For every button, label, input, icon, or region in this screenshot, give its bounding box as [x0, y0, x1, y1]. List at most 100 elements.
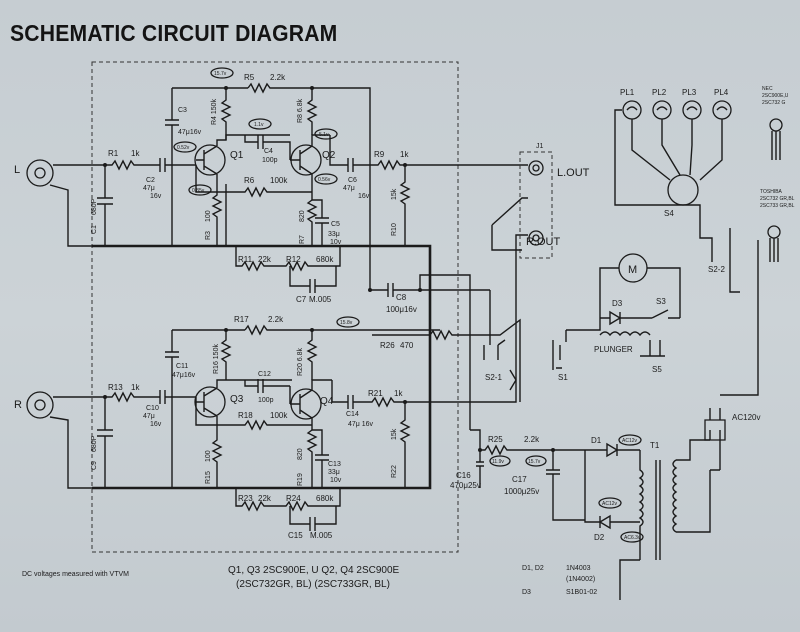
svg-text:R19: R19: [297, 473, 304, 486]
svg-text:C13: C13: [328, 461, 341, 468]
svg-text:S4: S4: [664, 209, 674, 218]
voltage-tag-15-7v-supply: 15.7v: [525, 455, 547, 467]
svg-text:2SC733 GR,BL: 2SC733 GR,BL: [760, 203, 795, 209]
svg-text:S5: S5: [652, 365, 662, 374]
transistor-q3: Q3: [194, 386, 244, 418]
capacitor-c11: C11 47μ16v: [165, 330, 196, 488]
voltage-tag-q1-supply: 15.7v: [210, 67, 234, 79]
svg-text:C1: C1: [91, 225, 98, 234]
svg-text:PL3: PL3: [682, 88, 697, 97]
svg-text:PL4: PL4: [714, 88, 729, 97]
svg-text:R10: R10: [391, 223, 398, 236]
input-jack-right: R: [14, 391, 54, 419]
voltage-tag-ac6-3v: AC6.3v: [620, 531, 644, 543]
svg-text:C8: C8: [396, 293, 407, 302]
svg-text:15k: 15k: [391, 188, 398, 200]
svg-text:470: 470: [400, 341, 414, 350]
svg-text:C15: C15: [288, 531, 303, 540]
svg-text:AC12v: AC12v: [622, 438, 638, 444]
svg-text:NEC: NEC: [762, 86, 773, 92]
svg-text:100: 100: [205, 450, 212, 462]
svg-text:M: M: [628, 264, 637, 276]
transistor-q1: Q1: [194, 144, 244, 176]
switch-s2-1: S2-1: [483, 290, 517, 391]
svg-text:C7: C7: [296, 295, 307, 304]
svg-text:5.1v: 5.1v: [319, 132, 329, 138]
resistor-r4: R4 150k: [211, 88, 232, 140]
svg-text:47μ16v: 47μ16v: [172, 372, 196, 379]
svg-text:100p: 100p: [258, 397, 274, 404]
transistor-q4: Q4: [290, 388, 334, 420]
svg-text:1k: 1k: [400, 150, 409, 159]
svg-text:1k: 1k: [131, 149, 140, 158]
svg-text:47μ: 47μ: [143, 413, 155, 420]
svg-text:AC12v: AC12v: [602, 501, 618, 507]
output-jack-right: R.OUT: [526, 230, 561, 248]
svg-text:R7: R7: [299, 235, 306, 244]
pilot-lamp-pl3: PL3: [682, 88, 702, 120]
svg-text:S3: S3: [656, 297, 666, 306]
voltage-tag-5-1v: 5.1v: [314, 128, 338, 140]
resistor-r20: R20 6.8k: [297, 330, 318, 380]
diode-note-part-2: S1B01-02: [566, 589, 597, 596]
pilot-lamp-pl2: PL2: [652, 88, 672, 120]
svg-text:PLUNGER: PLUNGER: [594, 345, 633, 354]
footnote: DC voltages measured with VTVM: [22, 571, 129, 578]
diode-note-ref-0: D1, D2: [522, 565, 544, 572]
voltage-tag-ac12v-2: AC12v: [598, 497, 622, 509]
svg-text:R25: R25: [488, 435, 503, 444]
svg-text:10v: 10v: [330, 239, 342, 246]
svg-text:M.005: M.005: [310, 531, 333, 540]
resistor-r19: R19 820: [297, 429, 318, 488]
diode-note-ref-2: D3: [522, 589, 531, 596]
svg-text:R6: R6: [244, 176, 255, 185]
svg-text:R12: R12: [286, 255, 301, 264]
svg-text:R26: R26: [380, 341, 395, 350]
svg-text:33μ: 33μ: [328, 231, 340, 238]
svg-text:Q2: Q2: [322, 150, 336, 161]
svg-text:S2-1: S2-1: [485, 373, 502, 382]
svg-text:R20 6.8k: R20 6.8k: [297, 347, 304, 376]
svg-text:D3: D3: [612, 299, 623, 308]
svg-text:100p: 100p: [262, 157, 278, 164]
svg-text:C10: C10: [146, 405, 159, 412]
svg-text:47μ16v: 47μ16v: [178, 129, 202, 136]
capacitor-c15: C15 M.005: [288, 506, 337, 540]
svg-text:0.52v: 0.52v: [177, 145, 190, 151]
resistor-r10: R10 15k: [391, 165, 411, 246]
svg-text:470μ25v: 470μ25v: [450, 481, 481, 490]
jack-outline: [519, 151, 553, 259]
svg-text:22k: 22k: [258, 255, 272, 264]
svg-text:R.OUT: R.OUT: [526, 236, 561, 248]
svg-text:47μ: 47μ: [143, 185, 155, 192]
svg-text:1.1v: 1.1v: [254, 122, 264, 128]
svg-text:C2: C2: [146, 177, 155, 184]
svg-text:2.2k: 2.2k: [524, 435, 540, 444]
voltage-tag-q1-emitter: 0.85v: [188, 184, 212, 196]
svg-text:C5: C5: [331, 221, 340, 228]
svg-text:0.85v: 0.85v: [192, 188, 205, 194]
pilot-lamp-pl1: PL1: [620, 88, 642, 120]
svg-text:2SC732 G: 2SC732 G: [762, 100, 785, 106]
svg-text:R22: R22: [391, 465, 398, 478]
transistor-notes-line1: Q1, Q3 2SC900E, U Q2, Q4 2SC900E: [228, 565, 400, 576]
svg-text:820: 820: [297, 448, 304, 460]
diode-d1: D1: [591, 436, 640, 458]
svg-text:S1: S1: [558, 373, 568, 382]
svg-text:R17: R17: [234, 315, 249, 324]
svg-text:C11: C11: [176, 363, 188, 370]
svg-text:R1: R1: [108, 149, 119, 158]
